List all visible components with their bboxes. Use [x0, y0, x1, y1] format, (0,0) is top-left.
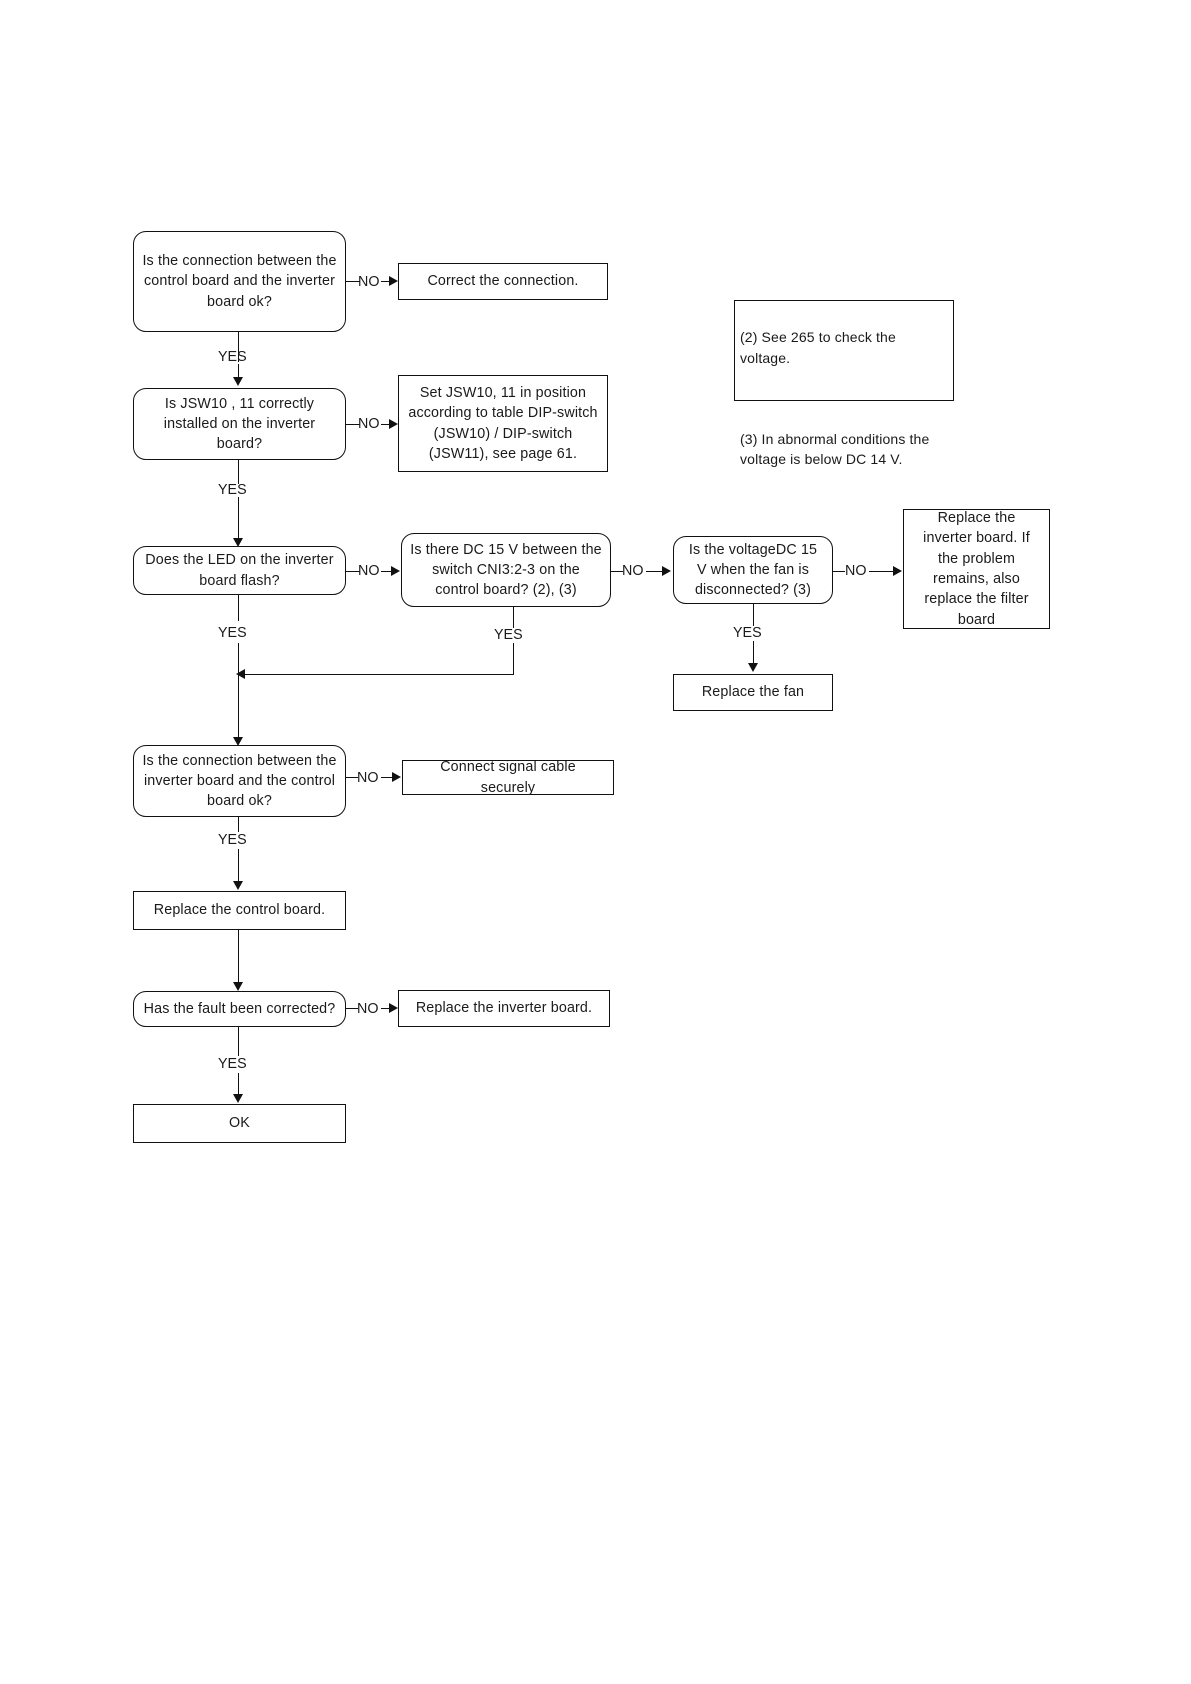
edge-line-yes-dc15-a [513, 607, 514, 628]
arrow-yes-row2 [233, 538, 243, 547]
edge-label-no-row3b: NO [622, 563, 644, 579]
arrow-no-row2 [389, 419, 398, 429]
process-connect-signal-cable-label: Connect signal cable securely [440, 759, 576, 796]
decision-dc15-cni3-label: Is there DC 15 V between the switch CNI3… [410, 541, 602, 599]
process-correct-connection[interactable]: Correct the connection. [398, 263, 608, 300]
process-replace-inverter-board-label: Replace the inverter board. [415, 1000, 593, 1017]
decision-connection-inverter-control[interactable]: Is the connection between the inverter b… [133, 745, 346, 817]
arrow-row5-row6 [233, 982, 243, 991]
decision-jsw-installed-label: Is JSW10 , 11 correctly installed on the… [163, 395, 316, 453]
edge-label-yes-row4: YES [218, 832, 247, 848]
edge-line-no-row6-b [381, 1008, 390, 1009]
edge-label-no-row1: NO [358, 274, 380, 290]
edge-line-row5-row6 [238, 930, 239, 986]
edge-label-no-row2: NO [358, 416, 380, 432]
edge-line-no-row6 [346, 1008, 358, 1009]
edge-line-no-row3b [611, 571, 623, 572]
decision-connection-control-inverter[interactable]: Is the connection between the control bo… [133, 231, 346, 332]
edge-line-yes-fan-a [753, 604, 754, 626]
arrow-no-row3a [391, 566, 400, 576]
edge-label-no-row3a: NO [358, 563, 380, 579]
process-replace-inverter-filter[interactable]: Replace the inverter board. If the probl… [903, 509, 1050, 629]
edge-line-yes-dc15-b [513, 643, 514, 675]
edge-line-yes-row3-b [238, 643, 239, 741]
decision-voltage-fan-disconnected[interactable]: Is the voltageDC 15 V when the fan is di… [673, 536, 833, 604]
edge-label-yes-dc15: YES [494, 627, 523, 643]
edge-line-no-row4 [346, 777, 358, 778]
decision-dc15-cni3[interactable]: Is there DC 15 V between the switch CNI3… [401, 533, 611, 607]
decision-led-flash[interactable]: Does the LED on the inverter board flash… [133, 546, 346, 595]
decision-fault-corrected[interactable]: Has the fault been corrected? [133, 991, 346, 1027]
edge-line-no-row1 [346, 281, 360, 282]
edge-line-yes-row4-a [238, 817, 239, 832]
decision-connection-inverter-control-label: Is the connection between the inverter b… [142, 752, 337, 810]
process-replace-inverter-board[interactable]: Replace the inverter board. [398, 990, 610, 1027]
arrow-yes-row1 [233, 377, 243, 386]
edge-line-no-row2-b [381, 424, 390, 425]
note-box: (2) See 265 to check the voltage. (3) In… [734, 300, 954, 467]
edge-line-no-row3a [346, 571, 360, 572]
edge-line-yes-row3-a [238, 595, 239, 621]
decision-led-flash-label: Does the LED on the inverter board flash… [145, 552, 334, 589]
edge-line-no-row3c-b [869, 571, 894, 572]
edge-line-no-row3b-b [646, 571, 663, 572]
process-ok-label: OK [229, 1115, 250, 1132]
edge-line-no-row2 [346, 424, 360, 425]
arrow-no-row3c [893, 566, 902, 576]
edge-label-no-row4: NO [357, 770, 379, 786]
edge-line-no-row4-b [381, 777, 393, 778]
edge-line-yes-dc15-join [245, 674, 514, 675]
edge-line-yes-row2-a [238, 460, 239, 484]
arrow-no-row1 [389, 276, 398, 286]
arrow-yes-row3 [233, 737, 243, 746]
process-replace-fan[interactable]: Replace the fan [673, 674, 833, 711]
edge-line-yes-row1-a [238, 332, 239, 362]
process-set-jsw-label: Set JSW10, 11 in position according to t… [408, 384, 598, 462]
process-ok[interactable]: OK [133, 1104, 346, 1143]
edge-label-yes-row6: YES [218, 1056, 247, 1072]
edge-line-yes-row6-b [238, 1073, 239, 1097]
decision-connection-control-inverter-label: Is the connection between the control bo… [142, 253, 337, 310]
edge-line-yes-fan-b [753, 641, 754, 665]
arrow-no-row6 [389, 1003, 398, 1013]
edge-label-no-row6: NO [357, 1001, 379, 1017]
process-replace-control-board-label: Replace the control board. [153, 902, 326, 919]
edge-label-yes-row1: YES [218, 349, 247, 365]
process-replace-fan-label: Replace the fan [701, 684, 805, 701]
note-3-text: (3) In abnormal conditions the voltage i… [740, 430, 930, 468]
process-replace-inverter-filter-label: Replace the inverter board. If the probl… [923, 510, 1030, 628]
edge-label-no-row3c: NO [845, 563, 867, 579]
decision-voltage-fan-disconnected-label: Is the voltageDC 15 V when the fan is di… [688, 541, 818, 599]
arrow-yes-row4 [233, 881, 243, 890]
arrow-no-row3b [662, 566, 671, 576]
edge-line-yes-row6-a [238, 1027, 239, 1056]
edge-line-no-row3c [833, 571, 845, 572]
edge-label-yes-fan: YES [733, 625, 762, 641]
edge-line-yes-row2-b [238, 497, 239, 542]
edge-line-yes-row4-b [238, 849, 239, 885]
edge-line-no-row1-b [381, 281, 390, 282]
arrow-no-row4 [392, 772, 401, 782]
arrow-yes-row6 [233, 1094, 243, 1103]
process-correct-connection-label: Correct the connection. [427, 273, 579, 290]
edge-line-yes-row1-b [238, 364, 239, 381]
decision-jsw-installed[interactable]: Is JSW10 , 11 correctly installed on the… [133, 388, 346, 460]
decision-fault-corrected-label: Has the fault been corrected? [143, 1000, 336, 1017]
process-replace-control-board[interactable]: Replace the control board. [133, 891, 346, 930]
edge-label-yes-row2: YES [218, 482, 247, 498]
edge-label-yes-row3: YES [218, 625, 247, 641]
process-connect-signal-cable[interactable]: Connect signal cable securely [402, 759, 614, 796]
arrow-yes-fan [748, 663, 758, 672]
note-2-text: (2) See 265 to check the voltage. [740, 329, 896, 366]
process-set-jsw[interactable]: Set JSW10, 11 in position according to t… [398, 375, 608, 472]
edge-line-no-row3a-b [381, 571, 392, 572]
